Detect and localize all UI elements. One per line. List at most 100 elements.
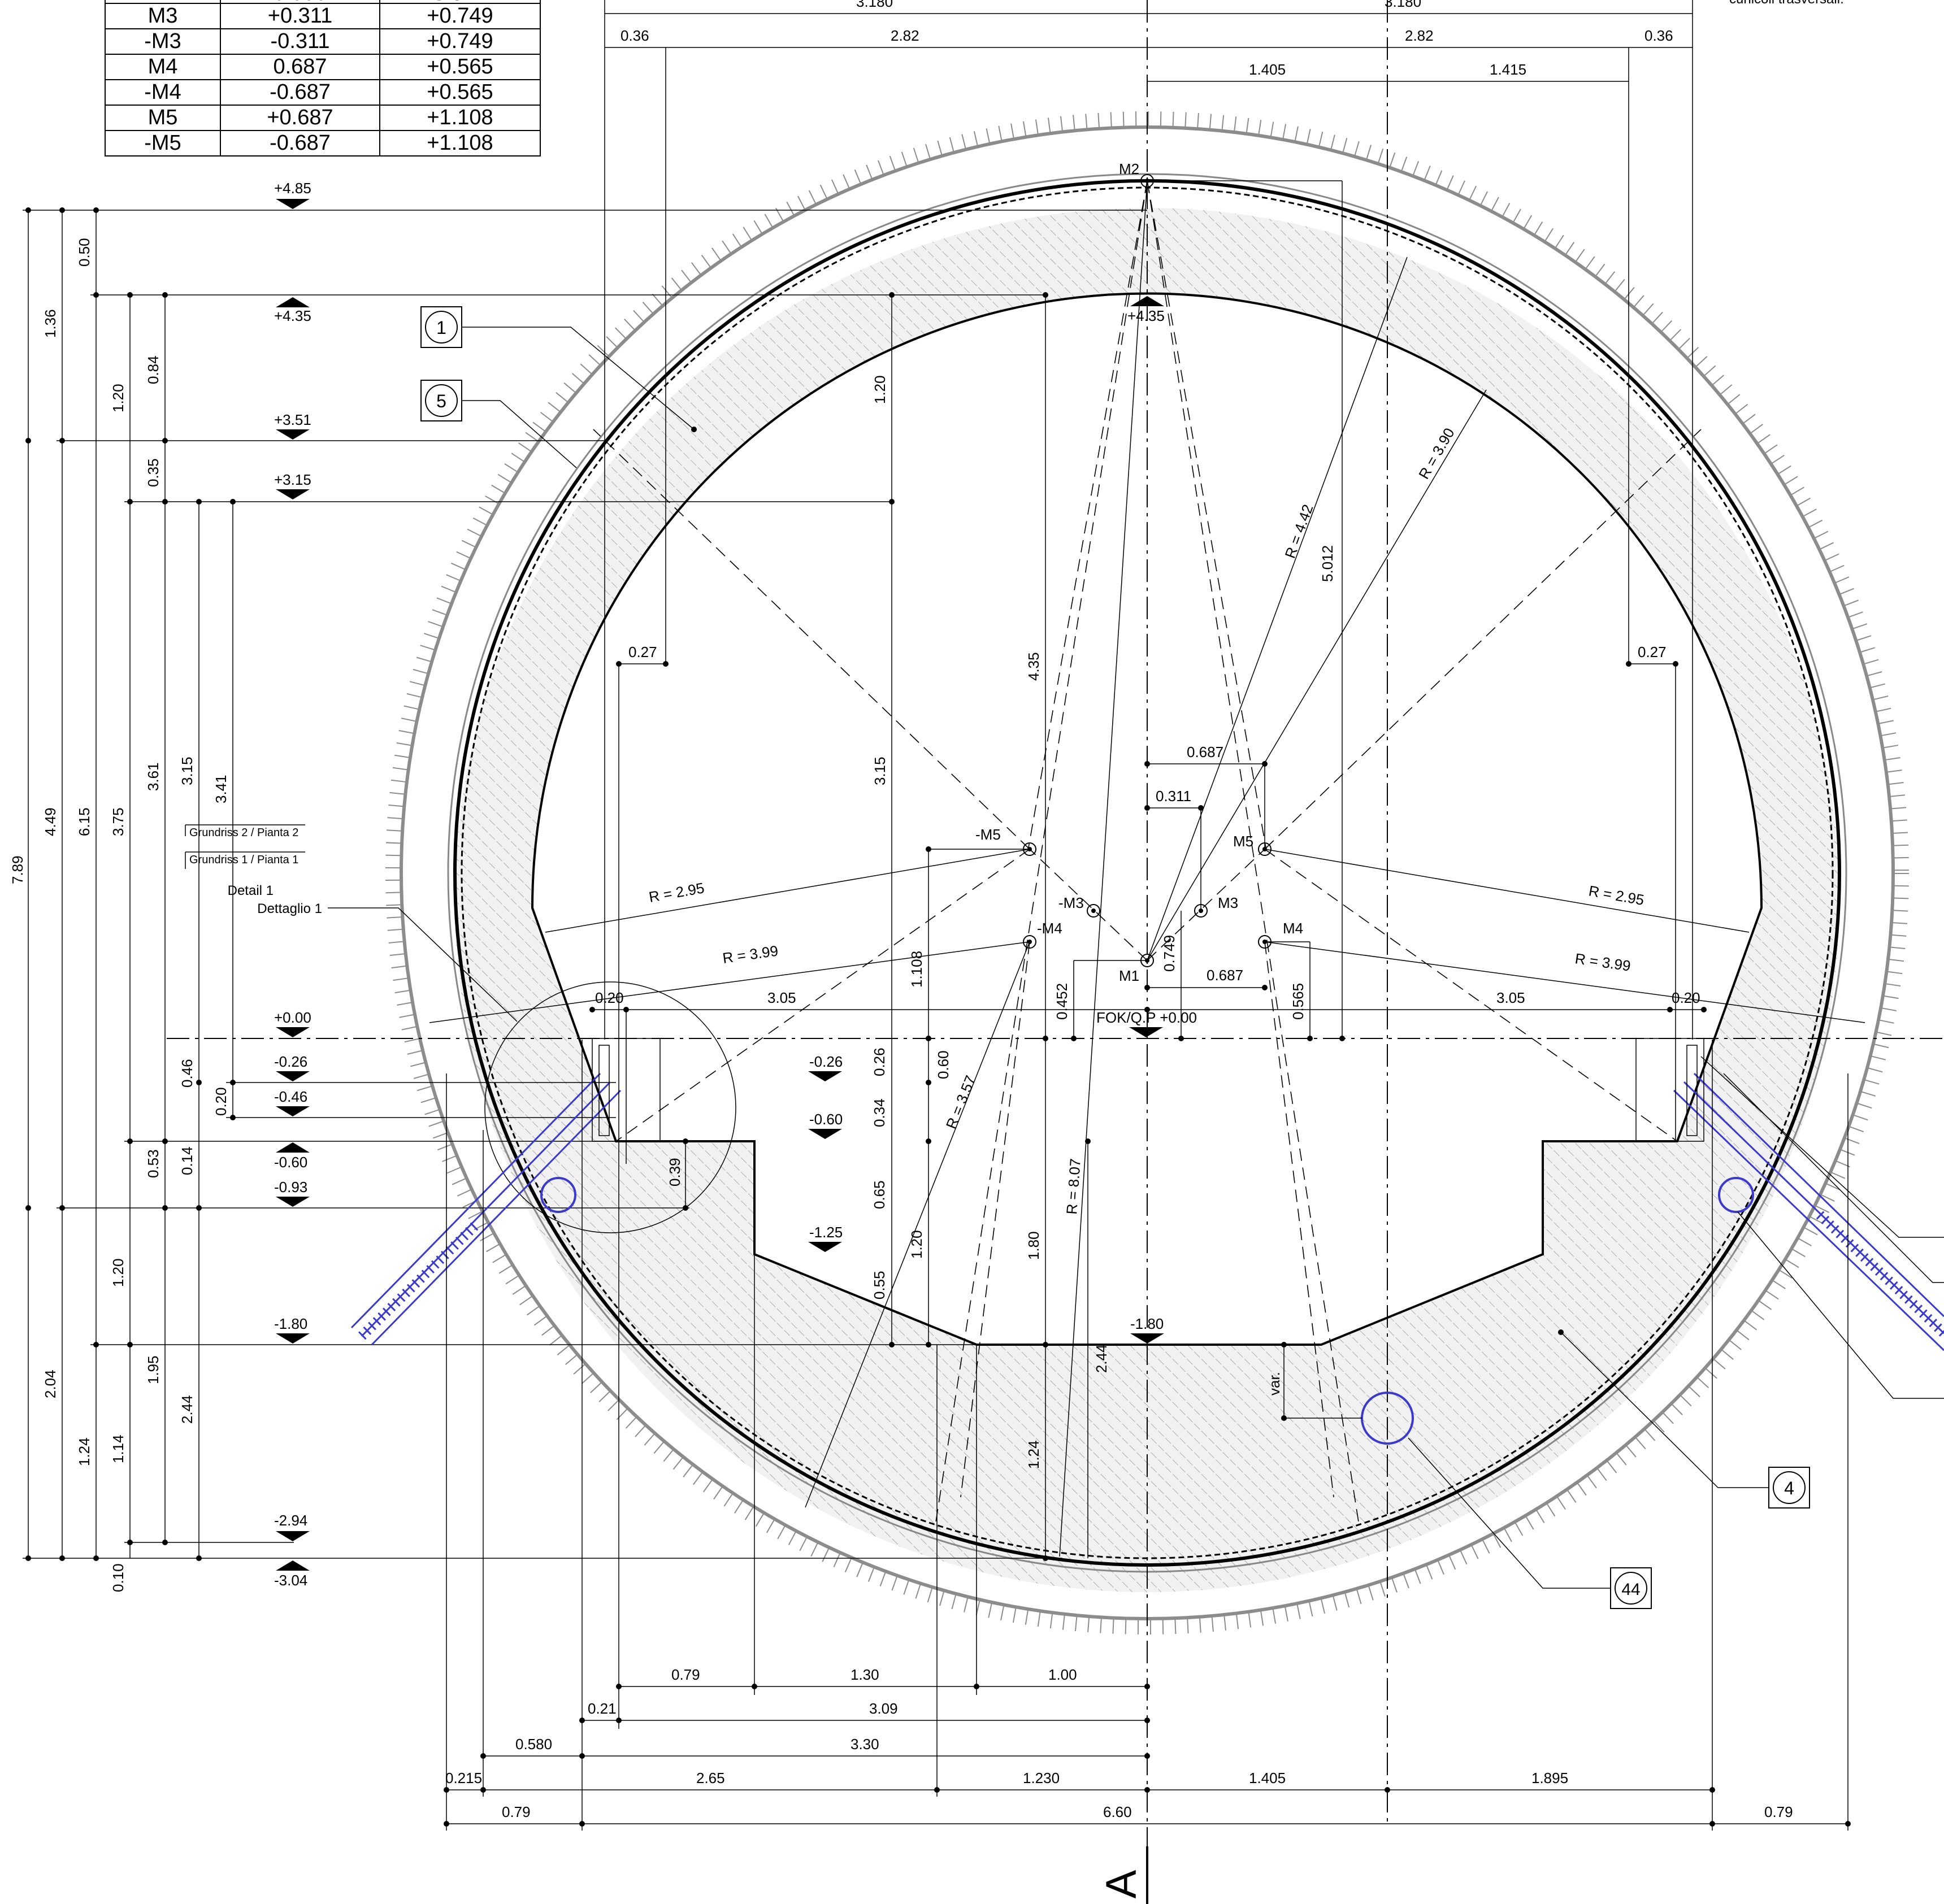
dim-282-left: 2.82: [891, 27, 919, 44]
dim-inner-305-right: 3.05: [1496, 989, 1525, 1006]
dim-inner-124: 1.24: [1025, 1440, 1042, 1469]
dim-inner-027-left: 0.27: [628, 644, 657, 660]
left-dimension-dots: [25, 207, 236, 1561]
dim-361: 3.61: [145, 762, 162, 791]
table-cell-x: -0.687: [270, 80, 331, 104]
drain-bore-left: [350, 1072, 622, 1346]
detail-label-it: Dettaglio 1: [257, 901, 322, 916]
table-cell-point: -M5: [144, 131, 181, 155]
dim-inner-var: var.: [1266, 1372, 1283, 1396]
table-cell-x: -0.311: [271, 29, 330, 53]
table-cell-point: M2: [148, 0, 178, 5]
radius-label-357: R = 3.57: [943, 1073, 979, 1131]
dim-195: 1.95: [145, 1355, 162, 1384]
radius-lines: [429, 180, 1865, 1557]
label-minus-M5: -M5: [975, 826, 1001, 843]
dim-inner-120: 1.20: [871, 375, 888, 404]
level-435: +4.35: [274, 307, 311, 324]
dim-449: 4.49: [42, 807, 59, 836]
dim-inner-0565: 0.565: [1290, 983, 1307, 1020]
dim-bottom-021: 0.21: [588, 1700, 617, 1717]
level-315: +3.15: [274, 471, 311, 488]
dim-010: 0.10: [110, 1563, 127, 1592]
dim-inner-020-right: 0.20: [1672, 989, 1700, 1006]
level-triangles: [276, 199, 1164, 1571]
dim-315: 3.15: [179, 757, 196, 785]
inner-dimension-lines: [592, 295, 1704, 1558]
radius-label-807: R = 8.07: [1063, 1158, 1084, 1215]
radius-label-399-left: R = 3.99: [722, 942, 779, 966]
dim-046: 0.46: [179, 1059, 196, 1088]
dim-bottom-1405: 1.405: [1249, 1770, 1286, 1786]
dim-bottom-309: 3.09: [869, 1700, 898, 1717]
bottom-dimension-dots: [444, 1684, 1851, 1827]
dimension-5012: 5.012: [1319, 545, 1336, 582]
table-cell-y: 3.842: [433, 0, 487, 5]
note-text: cunicoli trasversali.: [1729, 0, 1844, 7]
callout-44-number: 44: [1621, 1580, 1640, 1599]
dim-114: 1.14: [110, 1434, 127, 1463]
level-304: -3.04: [274, 1572, 307, 1589]
table-cell-point: -M4: [144, 80, 181, 104]
dim-inner-305-left: 3.05: [767, 989, 796, 1006]
dim-inner-0687-a: 0.687: [1187, 744, 1223, 760]
dim-inner-055: 0.55: [871, 1271, 888, 1299]
table-cell-x: 0.000: [273, 0, 327, 5]
dim-inner-0311: 0.311: [1156, 788, 1191, 805]
dim-375: 3.75: [110, 807, 127, 836]
label-M5: M5: [1233, 833, 1253, 850]
dim-inner-315: 3.15: [871, 757, 888, 785]
section-mark: A: [1097, 1870, 1145, 1898]
dim-inner-435: 4.35: [1025, 652, 1042, 681]
callout-1-number: 1: [436, 318, 446, 338]
dim-3180-left: 3.180: [856, 0, 893, 10]
dim-1415-top: 1.415: [1490, 61, 1526, 78]
dim-inner-0452: 0.452: [1053, 983, 1070, 1020]
table-cell-y: +1.108: [427, 106, 493, 129]
dim-inner-026: 0.26: [871, 1047, 888, 1076]
callout-4-number: 4: [1784, 1478, 1794, 1498]
dim-bottom-100: 1.00: [1048, 1666, 1077, 1683]
dim-050: 0.50: [76, 238, 93, 267]
dim-020-left: 0.20: [212, 1087, 229, 1116]
dim-053: 0.53: [145, 1149, 162, 1178]
callout-4: 4: [1558, 1329, 1810, 1509]
right-leaders: [1700, 1056, 1944, 1399]
callout-44: 44: [1408, 1437, 1652, 1609]
level-294: -2.94: [274, 1512, 307, 1529]
lining-inner-edge: [531, 292, 1763, 1346]
dim-bottom-1895: 1.895: [1531, 1770, 1568, 1786]
callout-5-number: 5: [436, 391, 446, 411]
level-351: +3.51: [274, 411, 311, 428]
dim-inner-120-b: 1.20: [908, 1230, 925, 1259]
radius-label-399-right: R = 3.99: [1574, 950, 1631, 974]
plan-ref-grundriss-2: Grundriss 2 / Pianta 2: [189, 827, 298, 839]
dim-136: 1.36: [42, 309, 59, 338]
level-060-center: -0.60: [809, 1111, 843, 1128]
top-dimension-lines: [604, 0, 1693, 1040]
label-M1: M1: [1119, 967, 1139, 984]
ground-support-ring-teeth: [385, 111, 1909, 1635]
dim-035: 0.35: [145, 458, 162, 487]
dim-084: 0.84: [145, 355, 162, 384]
dim-bottom-660: 6.60: [1103, 1803, 1132, 1820]
dim-341: 3.41: [212, 775, 229, 803]
level-180-center: -1.80: [1130, 1315, 1164, 1332]
dim-inner-0687-b: 0.687: [1207, 967, 1243, 984]
drainage-pipe-left: [540, 1177, 576, 1213]
detail-leader: [328, 907, 518, 1022]
table-cell-point: -M3: [144, 29, 181, 53]
level-000: +0.00: [274, 1009, 311, 1026]
dim-615: 6.15: [76, 807, 93, 836]
dim-inner-0749: 0.749: [1161, 935, 1178, 972]
level-180: -1.80: [274, 1315, 307, 1332]
table-cell-y: +0.749: [427, 4, 493, 28]
level-125-center: -1.25: [809, 1224, 843, 1241]
dim-bottom-130: 1.30: [850, 1666, 879, 1683]
dim-014: 0.14: [179, 1146, 196, 1175]
dim-inner-065: 0.65: [871, 1180, 888, 1209]
dim-inner-020-left: 0.20: [595, 989, 624, 1006]
sidewalk-cable-ducts: [592, 1038, 1704, 1142]
table-cell-y: +0.565: [427, 80, 493, 104]
